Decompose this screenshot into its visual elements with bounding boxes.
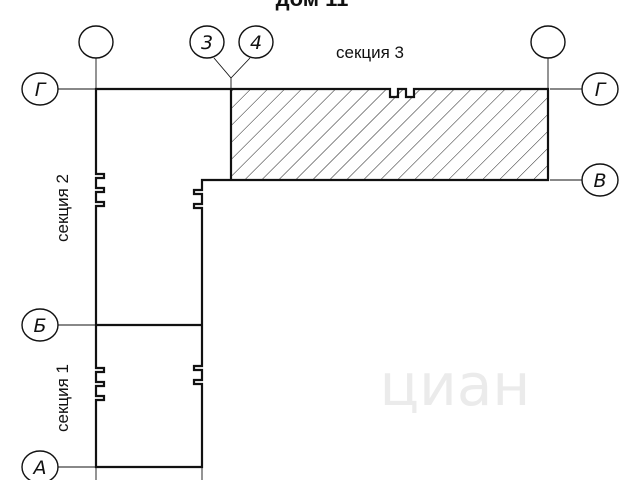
watermark: циан bbox=[380, 351, 531, 419]
axis-bubble-a-left: А bbox=[21, 450, 59, 480]
axis-line-4 bbox=[230, 57, 251, 79]
axis-bubbles: 3 4 Г Г В Б А bbox=[21, 25, 619, 480]
axis-bubble-4: 4 bbox=[238, 25, 274, 59]
axis-bubble-b-left: Б bbox=[21, 308, 59, 342]
axis-bubble-top-left bbox=[78, 25, 114, 59]
section-3-label: секция 3 bbox=[336, 43, 404, 62]
section-2-label: секция 2 bbox=[53, 174, 72, 242]
section-3-hatch bbox=[231, 89, 548, 180]
axis-bubble-g-left: Г bbox=[21, 72, 59, 106]
section-1-label: секция 1 bbox=[53, 364, 72, 432]
svg-text:В: В bbox=[593, 170, 606, 192]
svg-text:3: 3 bbox=[201, 32, 213, 54]
axis-bubble-v-right: В bbox=[581, 163, 619, 197]
axis-bubble-3: 3 bbox=[189, 25, 225, 59]
svg-text:4: 4 bbox=[250, 32, 262, 54]
axis-line-3 bbox=[213, 57, 232, 79]
svg-text:Г: Г bbox=[595, 79, 607, 101]
axis-bubble-g-right: Г bbox=[581, 72, 619, 106]
building-outline bbox=[94, 87, 550, 469]
axis-bubble-top-right bbox=[530, 25, 566, 59]
svg-text:Г: Г bbox=[35, 79, 47, 101]
building-title: дом 11 bbox=[276, 0, 349, 11]
svg-text:Б: Б bbox=[33, 315, 46, 337]
svg-text:А: А bbox=[32, 457, 47, 479]
axis-lines bbox=[58, 57, 582, 480]
outline-path bbox=[94, 87, 550, 469]
